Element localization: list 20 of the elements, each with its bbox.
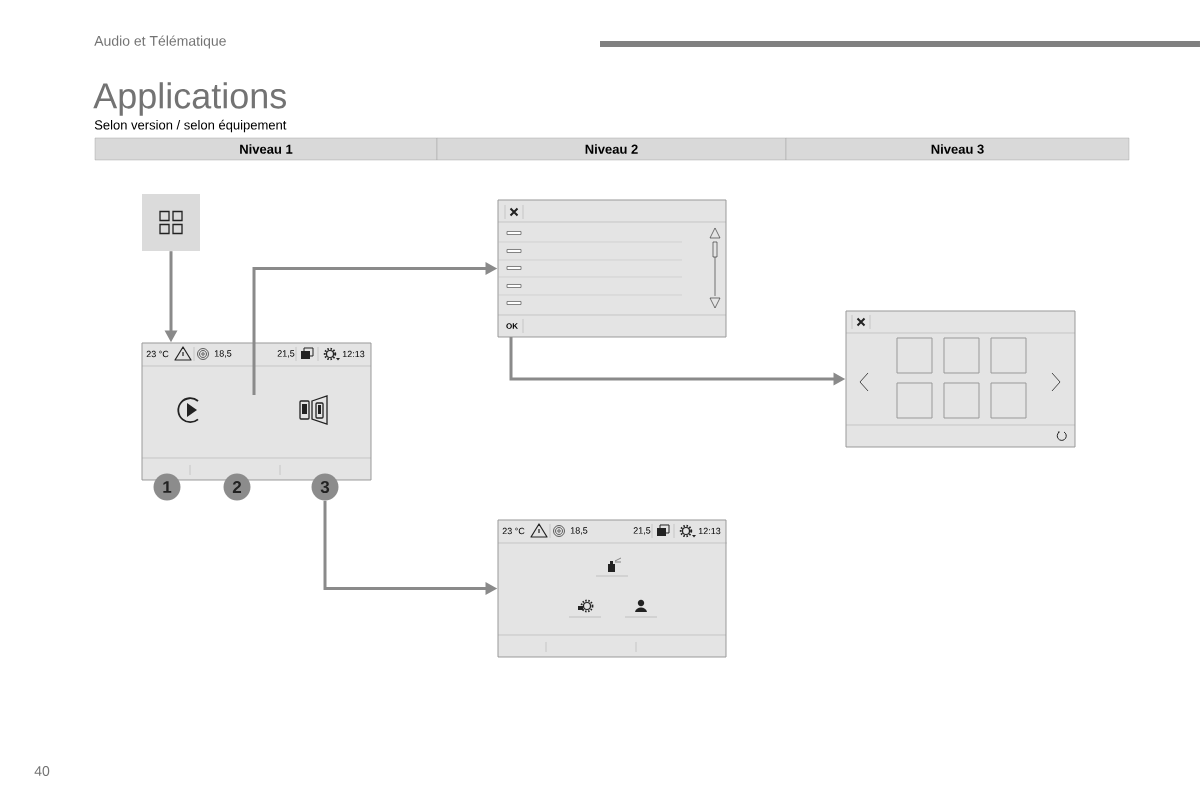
status-text: 18,5 [214,350,232,358]
header-cell: Niveau 2 [436,137,787,161]
header-cell: Niveau 1 [94,137,438,161]
subtitle: Selon version / selon équipement [94,119,287,133]
app-button [142,194,200,251]
status-text: 23 °C [146,350,169,358]
ok-button-text: OK [506,323,518,329]
status-text: 21,5 [277,350,295,358]
header-cell: Niveau 3 [785,137,1130,161]
status-text: 21,5 [633,527,651,535]
callout-number: 1 [153,473,181,501]
status-text: 12:13 [698,527,721,535]
callout-number: 3 [311,473,339,501]
status-text: 23 °C [502,527,525,535]
callout-number: 2 [223,473,251,501]
title: Applications [93,82,286,116]
page-header: Audio et Télématique [94,35,226,49]
page-number: 40 [34,766,50,776]
status-text: 12:13 [342,350,365,358]
status-text: 18,5 [570,527,588,535]
